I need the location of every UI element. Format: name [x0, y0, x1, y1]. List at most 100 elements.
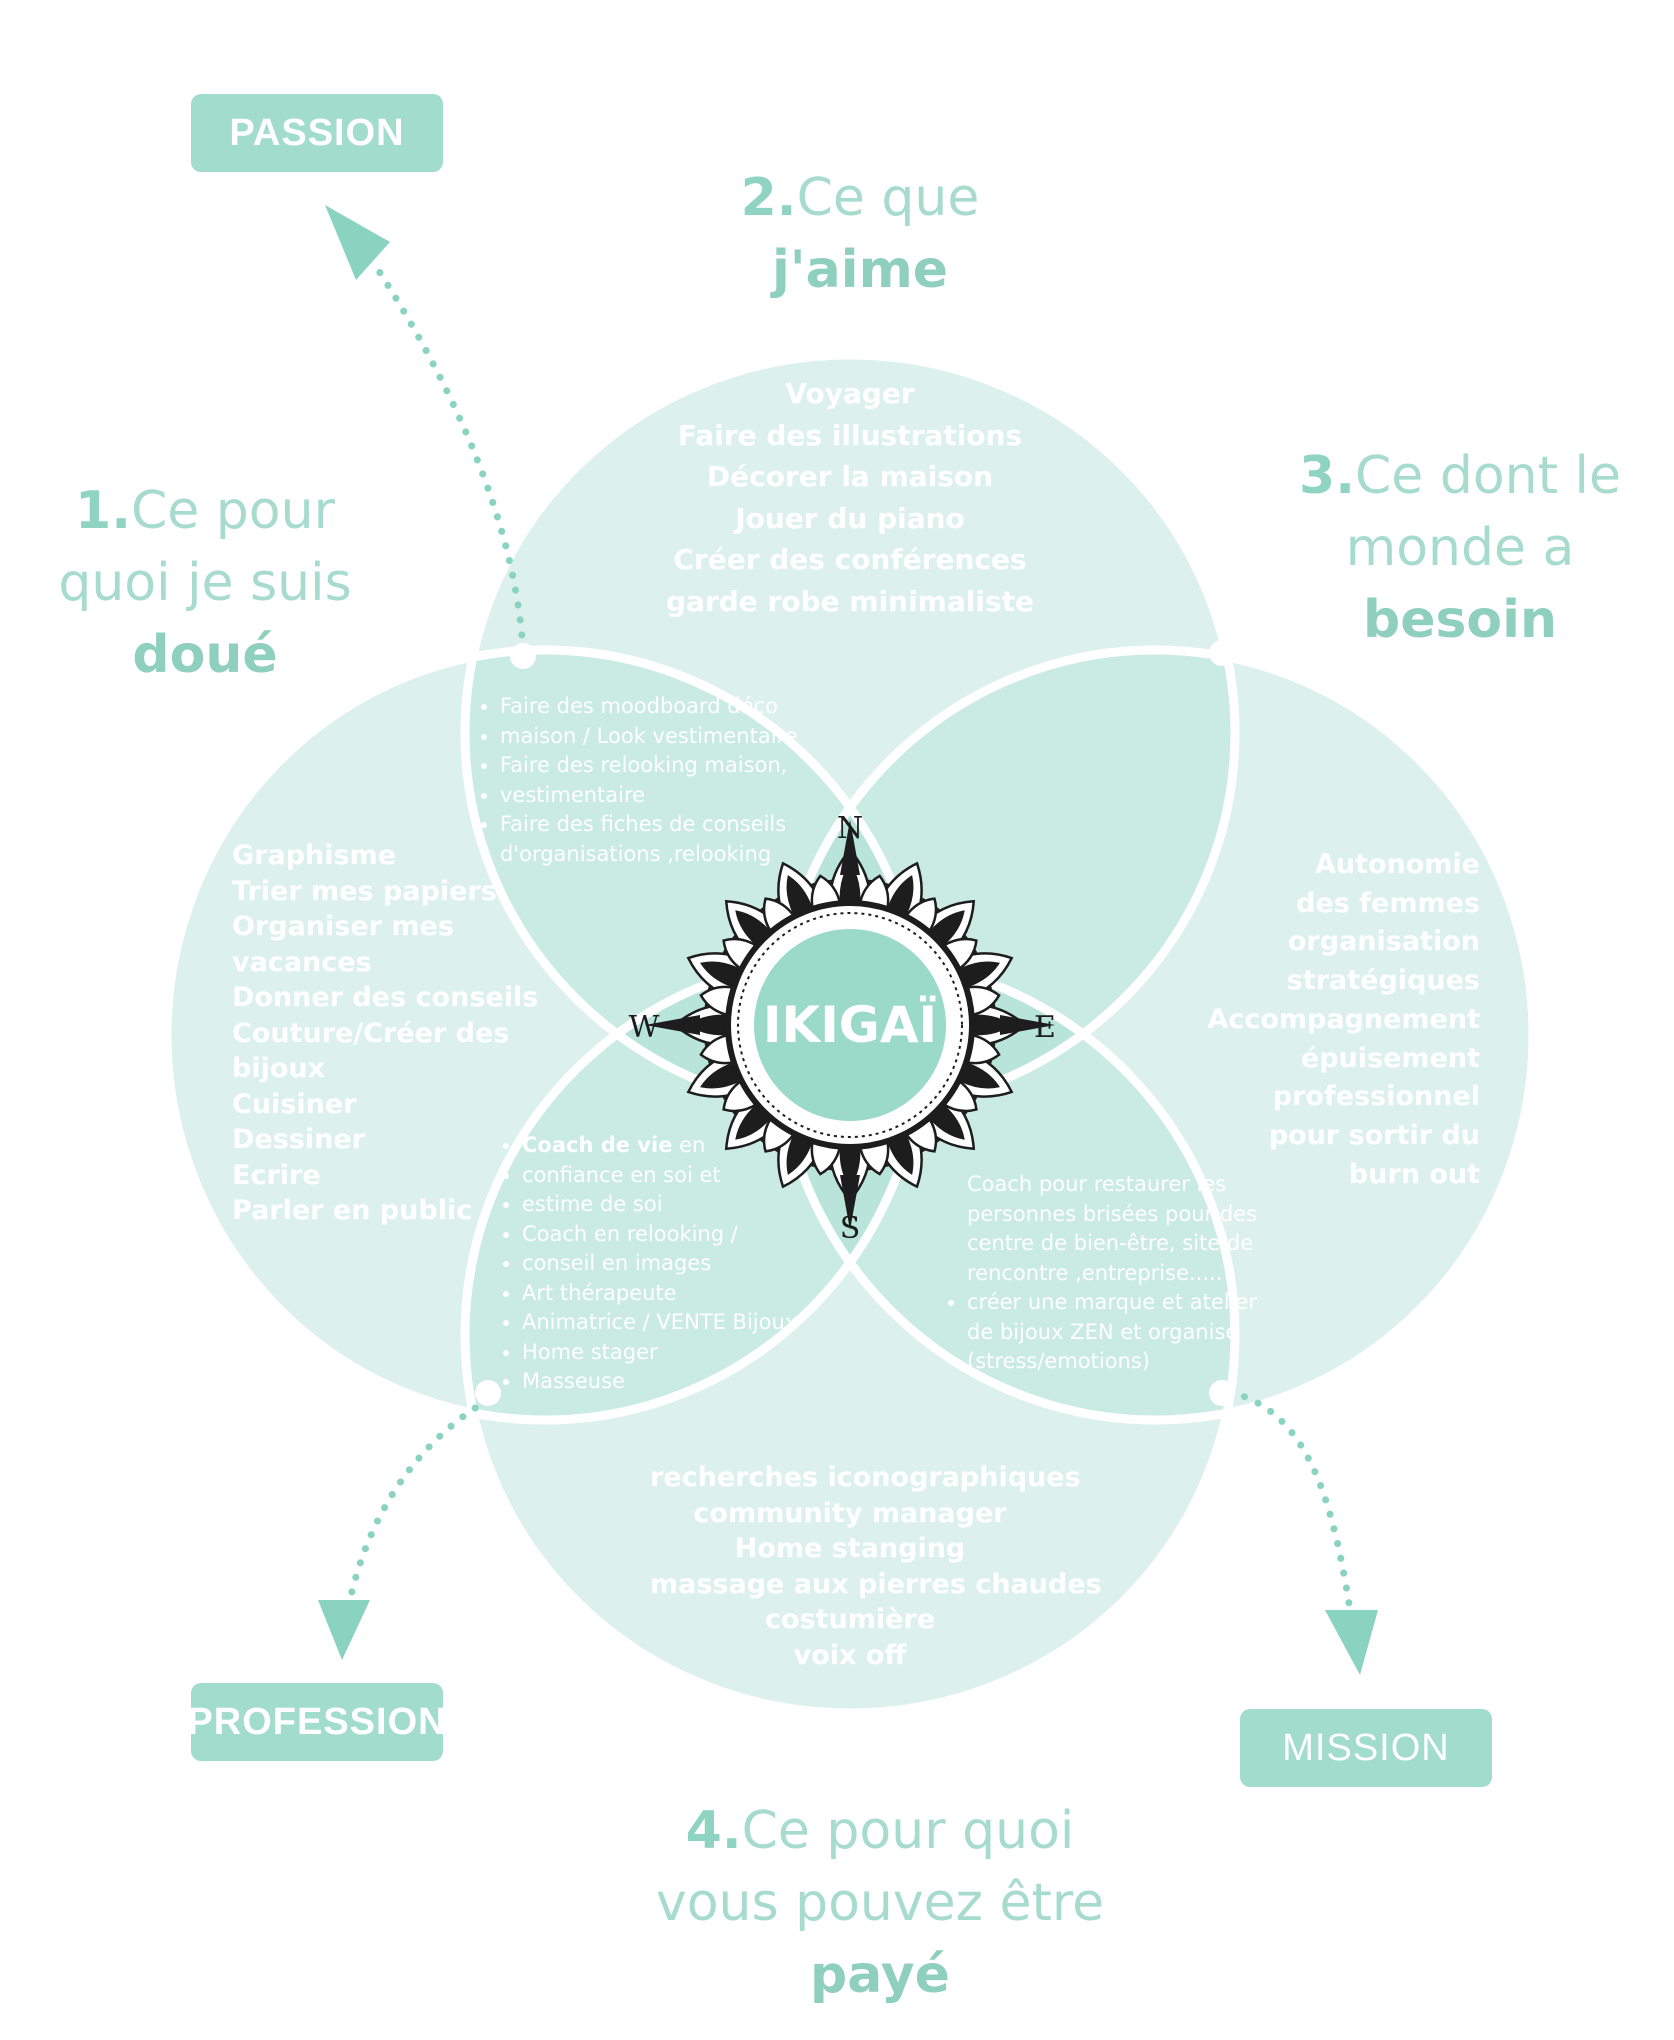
- heading-doue-strong: doué: [132, 625, 278, 685]
- coach-de-vie-label: Coach de vie: [522, 1133, 673, 1157]
- mandala-petal-inner: [929, 910, 965, 946]
- list-item: Coach pour restaurer les: [967, 1172, 1227, 1196]
- compass-w: W: [629, 1010, 660, 1045]
- list-item: Masseuse: [522, 1367, 797, 1397]
- mandala-petal-inner: [700, 1062, 741, 1089]
- list-item: d'organisations ,relooking: [500, 840, 798, 870]
- passion-arrow-line: [371, 261, 527, 654]
- list-item: épuisement: [1300, 1042, 1480, 1074]
- list-item: Home stager: [522, 1338, 797, 1368]
- list-item: (stress/emotions): [967, 1349, 1151, 1373]
- heading-besoin-num: 3.: [1299, 446, 1355, 506]
- left-circle-list: Graphisme Trier mes papiers Organiser me…: [232, 838, 538, 1229]
- heading-paye-line1: Ce pour quoi: [741, 1801, 1075, 1861]
- mandala-petal-small: [722, 1078, 760, 1113]
- list-item: Jouer du piano: [735, 501, 965, 535]
- mandala-petal-inner: [700, 961, 741, 988]
- compass-s: S: [840, 1211, 861, 1246]
- list-item: maison / Look vestimentaire: [500, 722, 798, 752]
- list-item: Faire des illustrations: [677, 418, 1023, 452]
- list-item: estime de soi: [522, 1190, 797, 1220]
- heading-besoin-line1: Ce dont le: [1354, 446, 1621, 506]
- bottom-circle-list: recherches iconographiques community man…: [650, 1460, 1102, 1673]
- list-item: Home stanging: [734, 1533, 966, 1564]
- mission-dot: [1209, 1380, 1235, 1406]
- list-item: costumière: [764, 1604, 936, 1635]
- list-item: community manager: [693, 1497, 1007, 1529]
- list-item: personnes brisées pour des: [967, 1201, 1258, 1226]
- list-item: pour sortir du: [1268, 1119, 1480, 1151]
- mandala-petal-small: [762, 1115, 797, 1153]
- list-item: Coach en relooking /: [522, 1220, 797, 1250]
- list-item: créer une marque et atelier: [967, 1288, 1257, 1318]
- list-item: Organiser mes: [232, 911, 454, 942]
- list-item: professionnel: [1272, 1081, 1480, 1113]
- list-item: Ecrire: [232, 1159, 321, 1191]
- list-item: Couture/Créer des: [232, 1017, 510, 1049]
- mission-arrowhead: [1325, 1610, 1378, 1675]
- list-item: rencontre ,entreprise.....: [967, 1260, 1223, 1285]
- list-item: Faire des fiches de conseils: [500, 810, 798, 840]
- list-item: Décorer la maison: [706, 460, 994, 493]
- compass-mandala: [645, 820, 1055, 1230]
- heading-paye: 4.Ce pour quoi vous pouvez être payé: [640, 1795, 1120, 2011]
- heading-doue: 1.Ce pour quoi je suis doué: [40, 475, 370, 691]
- heading-aime: 2.Ce que j'aime: [700, 162, 1020, 306]
- list-item: burn out: [1348, 1158, 1480, 1190]
- mandala-petal-small: [903, 1115, 938, 1153]
- profession-arrow-line: [346, 1396, 492, 1604]
- mandala-petal-inner: [887, 1134, 914, 1175]
- list-item: Dessiner: [232, 1124, 365, 1155]
- list-item: Animatrice / VENTE Bijoux: [522, 1308, 797, 1338]
- passion-tag: PASSION: [191, 94, 443, 172]
- mandala-petal-inner: [735, 1104, 771, 1140]
- mandala-petal-small: [722, 937, 760, 972]
- heading-aime-line1: Ce que: [796, 168, 980, 228]
- profession-tag: PROFESSION: [187, 1683, 446, 1761]
- heading-paye-strong: payé: [810, 1945, 950, 2005]
- passion-overlap-list: Faire des moodboard déco maison / Look v…: [478, 692, 798, 869]
- list-item: Parler en public: [232, 1195, 473, 1226]
- compass-n: N: [837, 811, 863, 846]
- mission-tag: MISSION: [1240, 1709, 1492, 1787]
- list-item: confiance en soi et: [522, 1161, 797, 1191]
- top-right-dot: [1209, 640, 1235, 666]
- heading-aime-strong: j'aime: [771, 240, 949, 300]
- list-item: Faire des moodboard déco: [500, 692, 798, 722]
- mandala-petal-small: [940, 937, 978, 972]
- heading-paye-line2: vous pouvez être: [655, 1873, 1105, 1933]
- compass-e: E: [1034, 1010, 1056, 1045]
- mandala-petal-inner: [786, 1134, 813, 1175]
- mandala-petal-inner: [887, 875, 914, 916]
- list-item: Coach de vie en: [522, 1131, 797, 1161]
- heading-besoin-strong: besoin: [1362, 590, 1557, 650]
- list-item: Trier mes papiers: [232, 875, 497, 907]
- profession-dot: [475, 1380, 501, 1406]
- list-item: de bijoux ZEN et organisé: [967, 1319, 1239, 1344]
- list-item: organisation: [1287, 926, 1480, 958]
- profession-arrowhead: [318, 1600, 370, 1660]
- list-item: des femmes: [1296, 887, 1480, 919]
- ikigai-label: IKIGAÏ: [762, 996, 938, 1054]
- list-item: Autonomie: [1314, 849, 1480, 880]
- list-item: centre de bien-être, site de: [967, 1231, 1254, 1255]
- profession-overlap-list: Coach de vie en confiance en soi et esti…: [500, 1131, 797, 1397]
- list-item: Faire des relooking maison,: [500, 751, 798, 781]
- mandala-petal-inner: [786, 875, 813, 916]
- list-item: Graphisme: [232, 840, 397, 871]
- list-item: vacances: [232, 946, 372, 978]
- mandala-petal-small: [762, 897, 797, 935]
- heading-besoin: 3.Ce dont le monde a besoin: [1290, 440, 1630, 656]
- passion-arrowhead: [325, 205, 390, 280]
- mandala-petal-inner: [735, 910, 771, 946]
- list-item: conseil en images: [522, 1249, 797, 1279]
- mission-arrow-line: [1226, 1388, 1354, 1614]
- mandala-petal-inner: [959, 961, 1000, 988]
- heading-doue-num: 1.: [75, 481, 131, 541]
- coach-de-vie-rest: en: [672, 1133, 706, 1157]
- list-item: bijoux: [232, 1053, 326, 1084]
- list-item: Accompagnement: [1207, 1003, 1480, 1035]
- list-item: Créer des conférences: [673, 543, 1027, 576]
- list-item: Art thérapeute: [522, 1279, 797, 1309]
